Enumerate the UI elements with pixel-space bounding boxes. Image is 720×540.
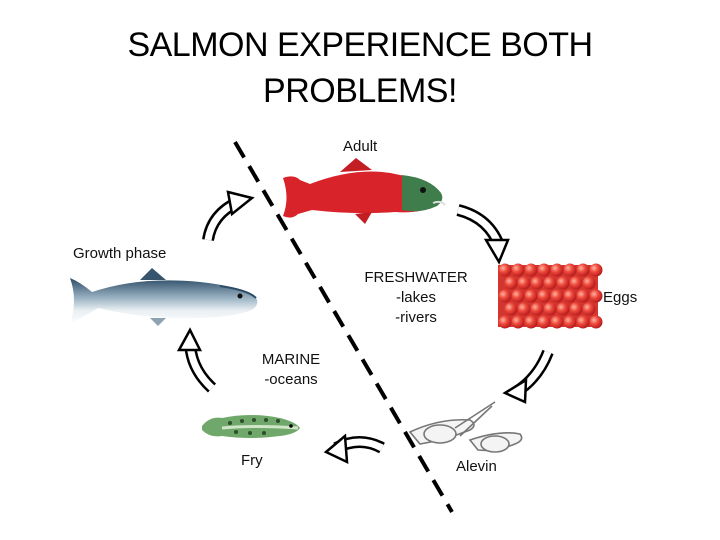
alevin-label: Alevin	[456, 458, 497, 475]
arrow-fry-to-growth	[176, 327, 217, 393]
egg	[576, 263, 590, 277]
arrow-adult-to-eggs	[456, 204, 510, 265]
egg	[530, 276, 544, 290]
egg	[498, 315, 512, 329]
egg	[530, 302, 544, 316]
marine-item-oceans: -oceans	[264, 371, 318, 388]
egg	[589, 289, 603, 303]
egg	[582, 276, 596, 290]
egg	[517, 276, 531, 290]
alevin-image	[408, 401, 523, 453]
egg	[550, 315, 564, 329]
egg	[556, 302, 570, 316]
freshwater-item-lakes: -lakes	[395, 289, 436, 306]
egg	[569, 276, 583, 290]
marine-habitat-label: MARINE -oceans	[255, 350, 327, 390]
title-line-1: SALMON EXPERIENCE BOTH	[127, 26, 593, 64]
growth-phase-label: Growth phase	[73, 245, 167, 262]
egg	[504, 302, 518, 316]
freshwater-title: FRESHWATER	[364, 269, 468, 286]
adult-salmon-image	[283, 158, 446, 224]
egg	[511, 315, 525, 329]
egg	[517, 302, 531, 316]
egg	[550, 289, 564, 303]
freshwater-item-rivers: -rivers	[395, 309, 437, 326]
slide-title: SALMON EXPERIENCE BOTH PROBLEMS!	[60, 22, 660, 114]
egg	[543, 302, 557, 316]
egg	[498, 289, 512, 303]
egg	[576, 315, 590, 329]
arrow-eggs-to-alevin	[502, 349, 554, 404]
egg	[498, 263, 512, 277]
egg	[563, 263, 577, 277]
egg	[504, 276, 518, 290]
eggs-image	[498, 263, 603, 329]
egg	[556, 276, 570, 290]
egg	[582, 302, 596, 316]
egg	[511, 289, 525, 303]
egg	[569, 302, 583, 316]
fry-image	[202, 415, 300, 438]
title-line-2: PROBLEMS!	[263, 72, 457, 110]
egg	[563, 315, 577, 329]
egg	[524, 315, 538, 329]
egg	[550, 263, 564, 277]
eggs-label: Eggs	[603, 289, 638, 306]
egg	[537, 315, 551, 329]
habitat-divider-line	[233, 140, 454, 514]
egg	[537, 289, 551, 303]
marine-title: MARINE	[261, 351, 321, 368]
freshwater-habitat-label: FRESHWATER -lakes -rivers	[356, 268, 476, 328]
egg	[511, 263, 525, 277]
egg	[576, 289, 590, 303]
egg	[524, 289, 538, 303]
egg	[589, 315, 603, 329]
adult-label: Adult	[343, 138, 378, 155]
arrow-alevin-to-fry	[323, 433, 385, 465]
fry-label: Fry	[241, 452, 263, 469]
growth-phase-salmon-image	[70, 268, 258, 326]
egg	[537, 263, 551, 277]
egg	[563, 289, 577, 303]
arrow-growth-to-adult	[202, 190, 255, 242]
egg	[589, 263, 603, 277]
egg	[524, 263, 538, 277]
egg	[543, 276, 557, 290]
